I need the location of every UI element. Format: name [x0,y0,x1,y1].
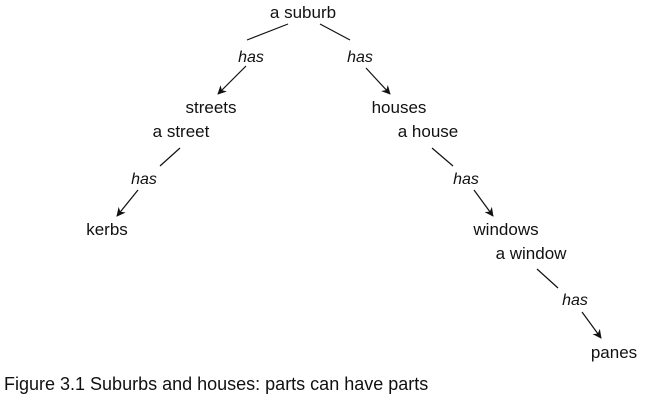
edge-street-kerbs-lower [116,189,139,217]
edge-label-suburb-streets: has [238,49,264,66]
node-a-house: a house [397,122,459,141]
edge-suburb-houses-upper [319,23,351,41]
node-a-window: a window [495,244,567,263]
edge-house-windows-upper [431,147,454,167]
edge-label-street-kerbs: has [131,171,157,188]
edge-suburb-streets-lower [217,65,247,95]
edge-label-suburb-houses: has [347,49,373,66]
node-a-street: a street [152,122,210,141]
node-a-suburb: a suburb [269,3,337,22]
node-streets: streets [185,98,237,117]
edge-label-window-panes: has [562,292,588,309]
edge-suburb-houses-lower [365,67,391,95]
edge-window-panes-upper [536,268,559,289]
edge-suburb-streets-upper [246,23,289,41]
edge-house-windows-lower [473,189,494,217]
node-houses: houses [371,98,427,117]
node-kerbs: kerbs [86,220,128,239]
node-panes: panes [590,343,638,362]
node-windows: windows [473,220,539,239]
figure-caption: Figure 3.1 Suburbs and houses: parts can… [4,374,429,394]
edge-label-house-windows: has [453,171,479,188]
edge-street-kerbs-upper [159,147,181,167]
edge-window-panes-lower [581,311,602,339]
